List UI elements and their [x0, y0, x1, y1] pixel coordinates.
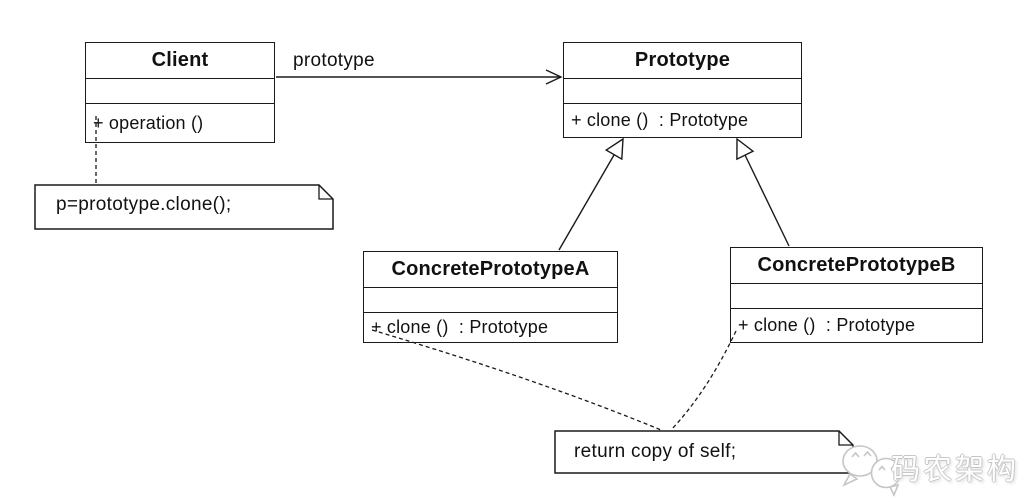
hollow-triangle-arrowhead-icon: [604, 137, 624, 161]
note-text-clone: return copy of self;: [574, 441, 737, 462]
class-prototype-name: Prototype: [634, 49, 731, 71]
association-role-label: prototype: [293, 50, 375, 71]
class-concrete-b-method: + clone () : Prototype: [731, 308, 982, 342]
class-client: Client + operation (): [85, 42, 275, 143]
association-arrow-client-prototype: [276, 69, 563, 85]
note-text-client: p=prototype.clone();: [56, 194, 232, 215]
note-link-concrete-a-dashed-line: [371, 329, 662, 431]
class-concrete-prototype-b: ConcretePrototypeB + clone () : Prototyp…: [730, 247, 983, 343]
class-client-method: + operation (): [86, 103, 274, 142]
note-link-concrete-b-dashed-line: [670, 330, 737, 431]
class-prototype: Prototype + clone () : Prototype: [563, 42, 802, 138]
generalization-arrow-concrete-b: [736, 137, 790, 247]
class-concrete-a-attributes-empty: [364, 287, 617, 312]
generalization-arrow-concrete-a: [558, 137, 624, 251]
class-concrete-a-method: + clone () : Prototype: [364, 312, 617, 342]
watermark-text: 码农架构: [891, 454, 1020, 486]
class-concrete-b-attributes-empty: [731, 283, 982, 308]
hollow-triangle-arrowhead-icon: [736, 137, 755, 161]
class-concrete-b-name: ConcretePrototypeB: [757, 254, 956, 276]
class-client-name: Client: [151, 49, 209, 71]
class-concrete-prototype-a: ConcretePrototypeA + clone () : Prototyp…: [363, 251, 618, 343]
class-concrete-a-name: ConcretePrototypeA: [391, 258, 590, 280]
class-prototype-method: + clone () : Prototype: [564, 103, 801, 137]
class-prototype-attributes-empty: [564, 78, 801, 103]
open-arrowhead-icon: [545, 69, 563, 85]
class-client-attributes-empty: [86, 78, 274, 103]
